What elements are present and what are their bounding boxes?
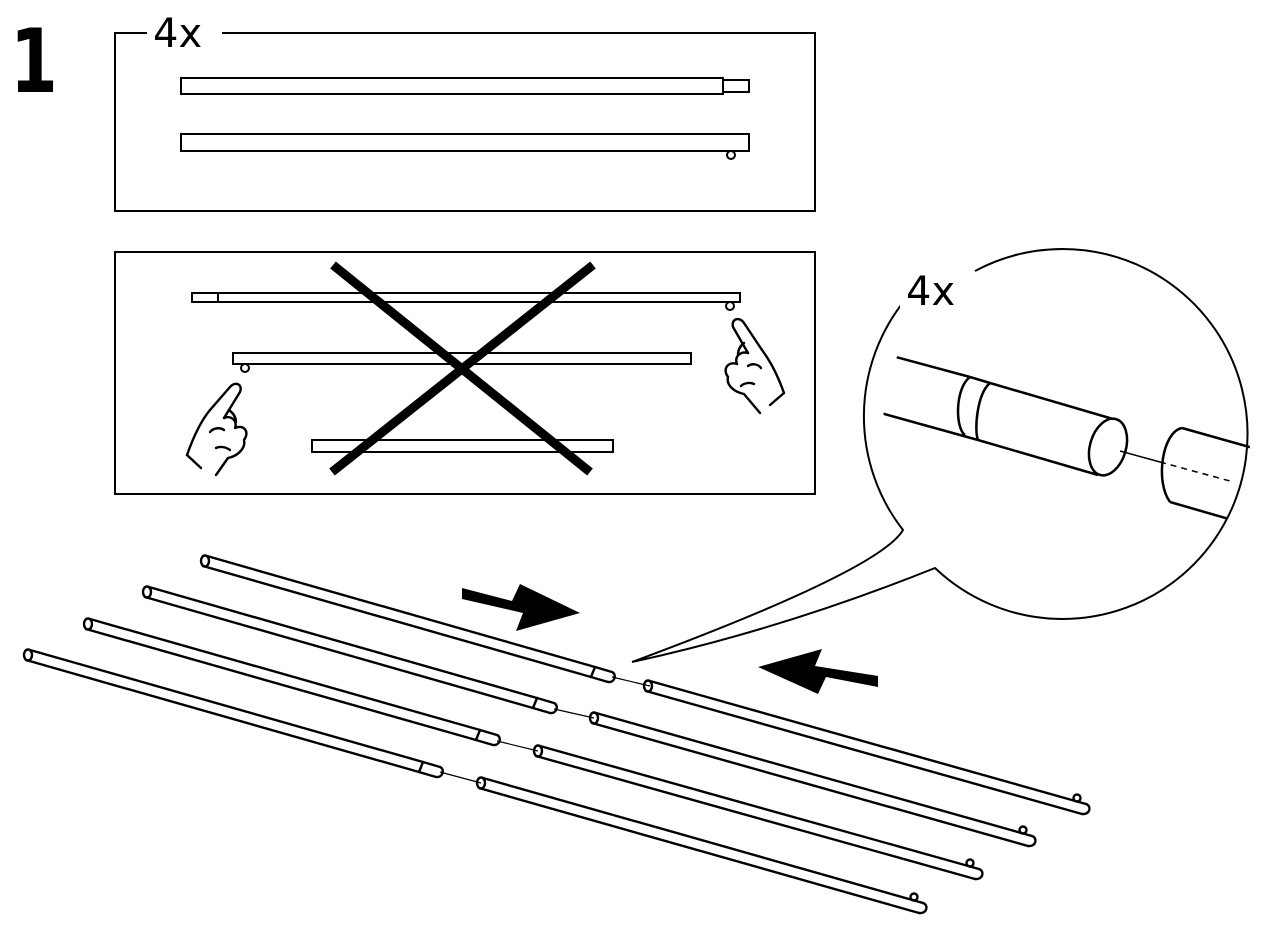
- tube-left-2-end: [141, 585, 153, 599]
- correct-panel-frame: [114, 32, 816, 212]
- tube-left-3-connector: [474, 728, 501, 747]
- tube-left-1-connector: [589, 665, 616, 684]
- tube-left-4-connector: [417, 760, 444, 779]
- arrow-left-icon: [758, 649, 878, 694]
- rail-top-connector: [722, 79, 750, 93]
- tube-right-3-peg: [965, 858, 975, 868]
- wrong-rail-2: [232, 352, 692, 365]
- incorrect-panel: [114, 251, 816, 495]
- tube-right-1-end: [1080, 802, 1091, 816]
- tube-left-2: [143, 585, 539, 710]
- hand-pointing-icon: [185, 382, 248, 477]
- magnified-joint: [883, 348, 1251, 530]
- rail-bottom: [180, 133, 750, 152]
- incorrect-panel-frame: [114, 251, 816, 495]
- tube-right-1-start: [642, 679, 654, 693]
- tube-left-4: [24, 648, 425, 774]
- tube-right-3: [534, 744, 981, 881]
- tubes-right: [475, 679, 1091, 915]
- wrong-rail-2-peg: [240, 363, 250, 373]
- step-number: 1: [10, 10, 58, 113]
- tube-left-4-end: [22, 648, 34, 662]
- tube-left-3-end: [82, 617, 94, 631]
- wrong-rail-1-peg: [725, 301, 735, 311]
- tube-right-3-end: [973, 867, 984, 881]
- wrong-rail-1: [191, 292, 741, 303]
- tube-right-3-start: [532, 744, 544, 758]
- arrow-right-icon: [462, 584, 580, 631]
- correct-panel-quantity-label: 4x: [147, 14, 209, 54]
- wrong-rail-1-connector: [191, 292, 219, 303]
- rail-top: [180, 77, 724, 95]
- cross-mark-icon: [329, 261, 596, 476]
- tube-right-4-peg: [909, 892, 919, 902]
- tube-right-4-start: [475, 776, 487, 790]
- tube-left-2-connector: [531, 696, 558, 715]
- tube-right-1: [644, 679, 1088, 816]
- tube-right-2-end: [1026, 834, 1037, 848]
- tube-left-1: [201, 554, 597, 679]
- tubes-left: [22, 554, 616, 779]
- tube-left-3: [84, 617, 482, 742]
- tube-right-4: [477, 776, 925, 915]
- tube-right-2-peg: [1018, 825, 1028, 835]
- tube-right-4-end: [917, 901, 928, 915]
- tube-right-2: [590, 711, 1034, 848]
- wrong-rail-3: [311, 439, 614, 453]
- tube-right-1-peg: [1072, 793, 1082, 803]
- hand-pointing-icon: [724, 317, 786, 415]
- detail-magnifier: [631, 247, 1251, 663]
- correct-panel: [114, 32, 816, 212]
- rail-bottom-peg: [726, 150, 736, 160]
- magnifier-outline: [631, 247, 1249, 663]
- detail-quantity-label: 4x: [900, 272, 962, 312]
- tube-right-2-start: [588, 711, 600, 725]
- tube-left-1-end: [199, 554, 211, 568]
